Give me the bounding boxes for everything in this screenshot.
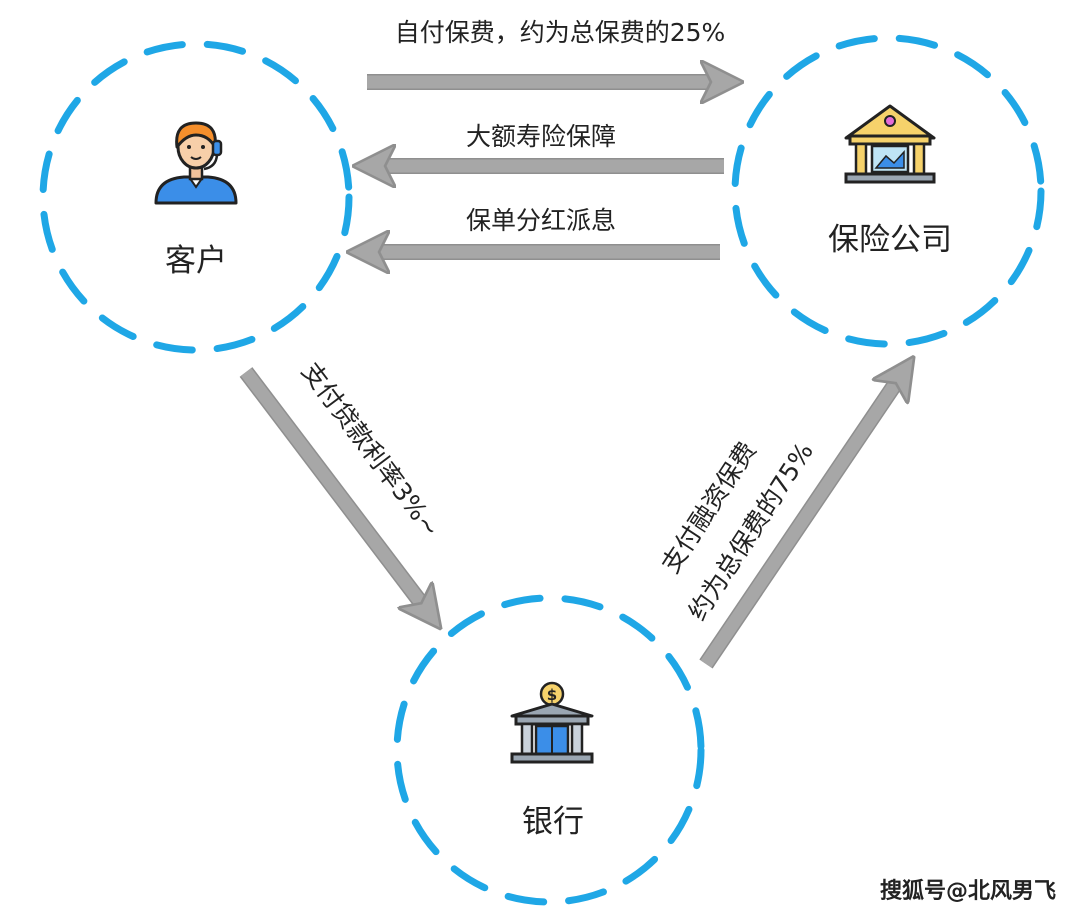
insurance-building-icon — [844, 104, 936, 184]
arrow-loan-interest — [239, 367, 428, 612]
insurer-circle — [731, 34, 1045, 348]
self-premium-label: 自付保费，约为总保费的25% — [395, 18, 726, 47]
customer-label: 客户 — [165, 243, 227, 279]
life-cover-label: 大额寿险保障 — [466, 122, 616, 151]
arrow-financing — [699, 374, 902, 669]
bank-label: 银行 — [522, 804, 584, 840]
svg-text:$: $ — [547, 686, 557, 704]
bank-dollar-icon: $ — [510, 681, 594, 764]
insurer-label: 保险公司 — [828, 222, 952, 258]
dividend-label: 保单分红派息 — [466, 206, 616, 235]
loan-interest-label: 支付贷款利率3%~ — [296, 357, 446, 543]
customer-circle — [39, 40, 353, 354]
bank-circle — [393, 594, 705, 906]
watermark: 搜狐号@北风男飞 — [879, 879, 1056, 904]
customer-service-agent-icon — [154, 121, 238, 205]
